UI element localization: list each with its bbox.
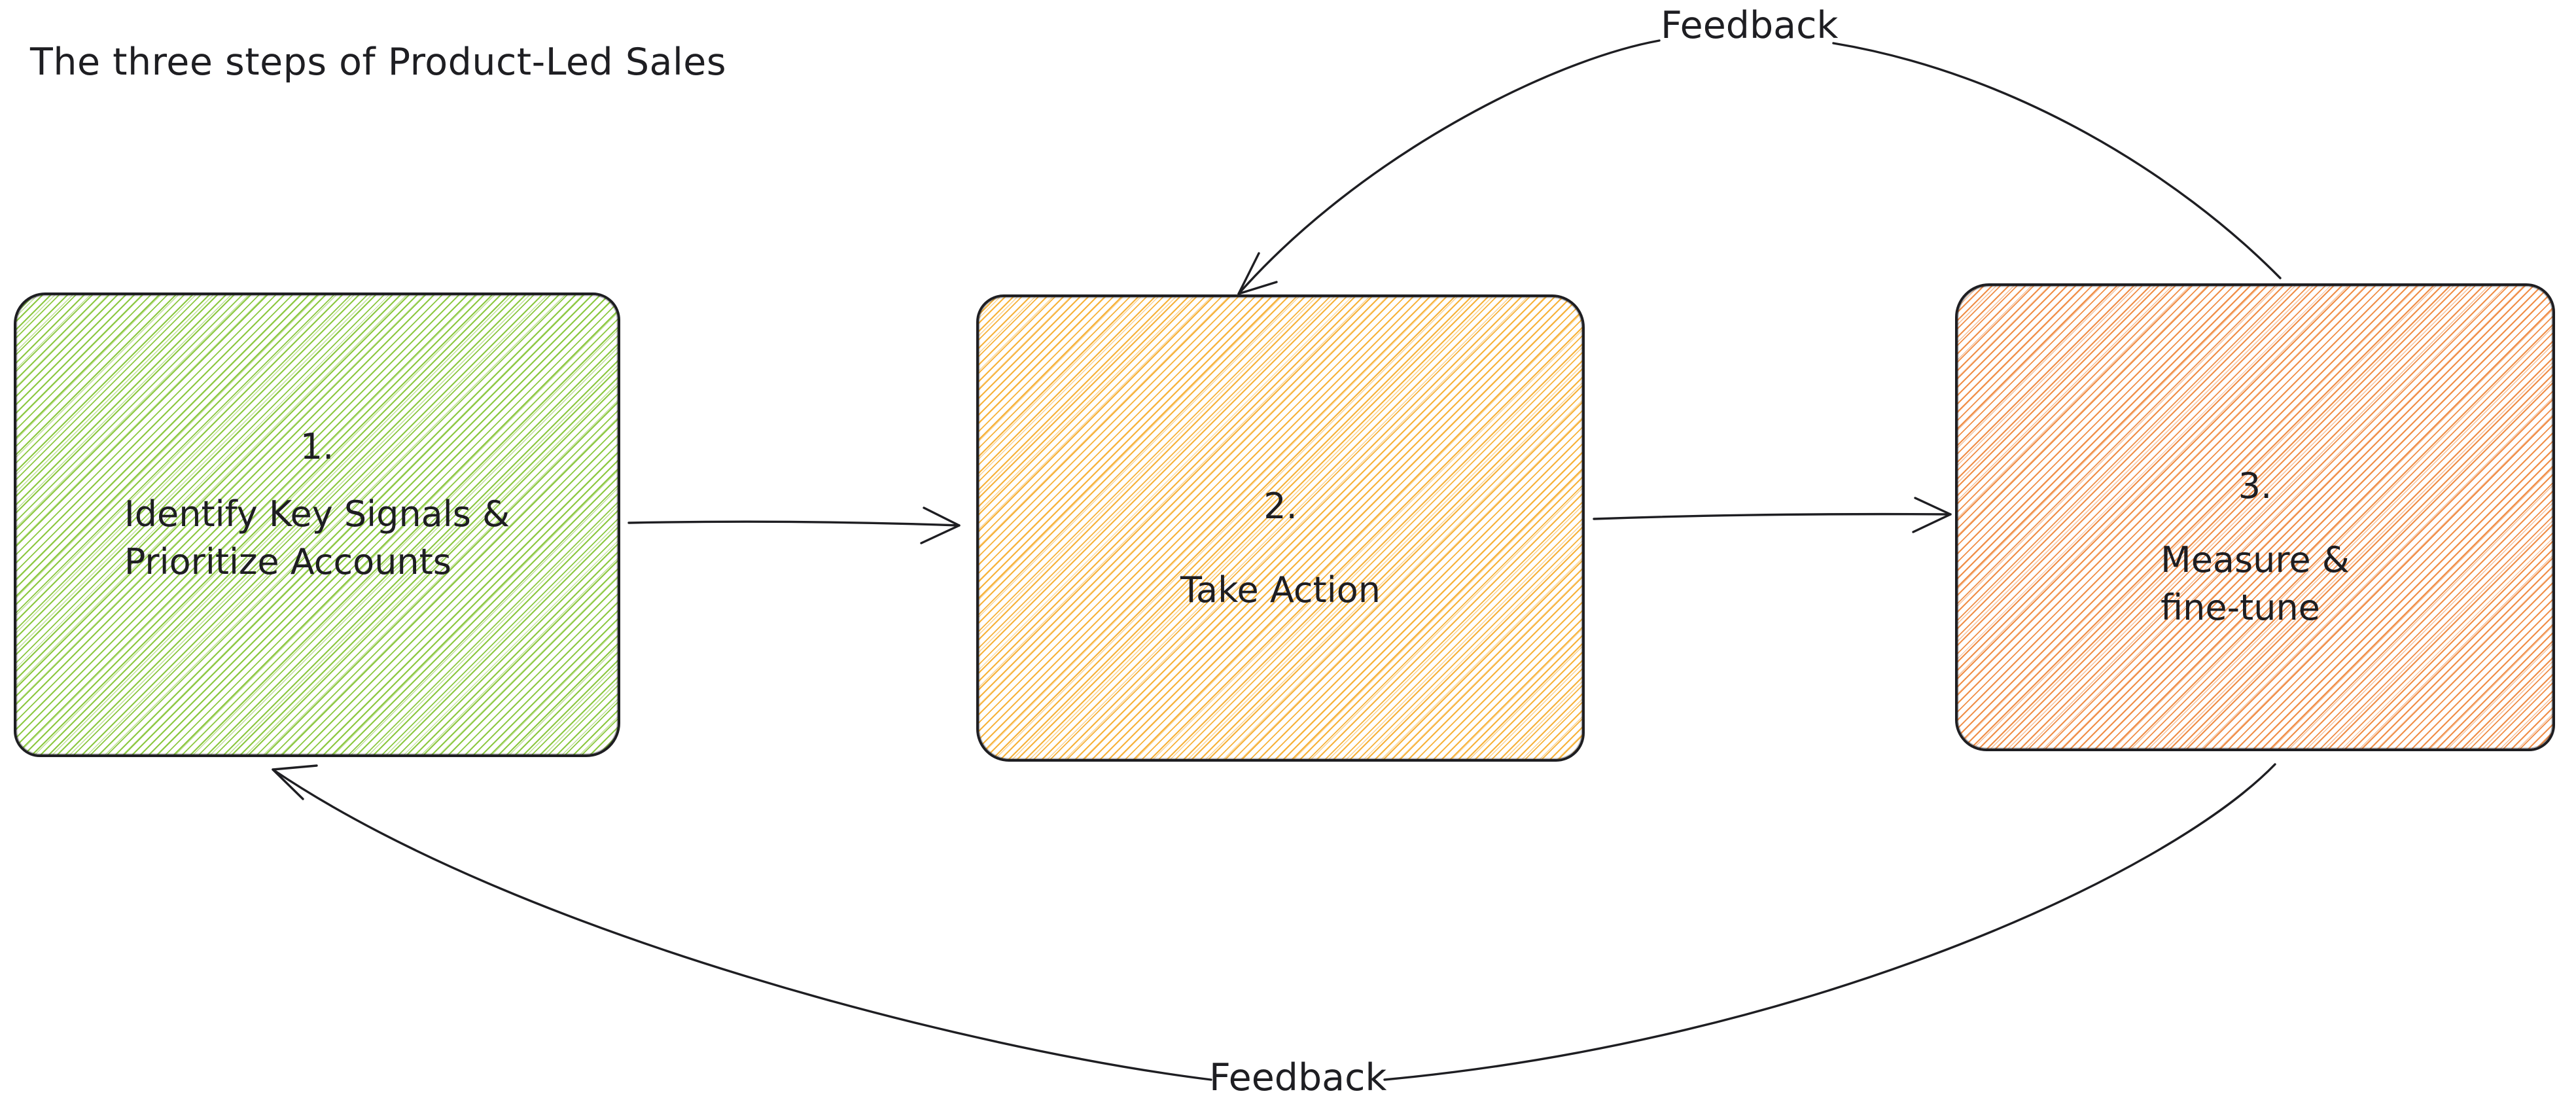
arrow-step2-to-step3	[1593, 497, 1952, 533]
step-box-take-action: 2. Take Action	[976, 294, 1585, 762]
step-number: 1.	[300, 425, 334, 467]
arrow-shaft	[1383, 763, 2276, 1081]
arrow-step1-to-step2	[627, 506, 961, 544]
step-label-line: Measure &	[2161, 539, 2350, 580]
feedback-arrow-top	[1237, 39, 2282, 295]
step-text: 1. Identify Key Signals & Prioritize Acc…	[16, 274, 618, 734]
arrow-shaft	[1237, 39, 1661, 295]
arrow-shaft	[627, 520, 961, 527]
arrow-shaft	[272, 768, 1212, 1081]
step-text: 3. Measure & fine-tune	[1958, 315, 2552, 778]
feedback-arrow-bottom	[272, 763, 2276, 1081]
step-box-measure-fine-tune: 3. Measure & fine-tune	[1955, 283, 2555, 751]
step-label-line: Prioritize Accounts	[124, 541, 451, 582]
step-number: 2.	[1263, 485, 1297, 527]
arrowhead-right-icon	[920, 506, 961, 544]
arrowhead-upleft-icon	[272, 764, 318, 800]
arrowhead-downleft-icon	[1237, 252, 1278, 295]
step-label-line: Identify Key Signals &	[124, 493, 510, 535]
arrow-shaft	[1832, 42, 2282, 279]
step-label: Measure & fine-tune	[2161, 536, 2350, 631]
step-text: 2. Take Action	[979, 317, 1582, 779]
arrow-shaft	[1593, 512, 1952, 520]
step-label: Identify Key Signals & Prioritize Accoun…	[124, 490, 510, 586]
feedback-label-bottom: Feedback	[1209, 1056, 1387, 1099]
diagram-title: The three steps of Product-Led Sales	[30, 41, 727, 84]
feedback-label-top: Feedback	[1661, 4, 1839, 47]
step-label: Take Action	[1180, 566, 1381, 614]
step-label-line: Take Action	[1180, 569, 1381, 611]
step-label-line: fine-tune	[2161, 587, 2320, 628]
step-box-identify-key-signals: 1. Identify Key Signals & Prioritize Acc…	[14, 293, 620, 757]
step-number: 3.	[2238, 465, 2272, 506]
arrowhead-right-icon	[1912, 497, 1952, 533]
